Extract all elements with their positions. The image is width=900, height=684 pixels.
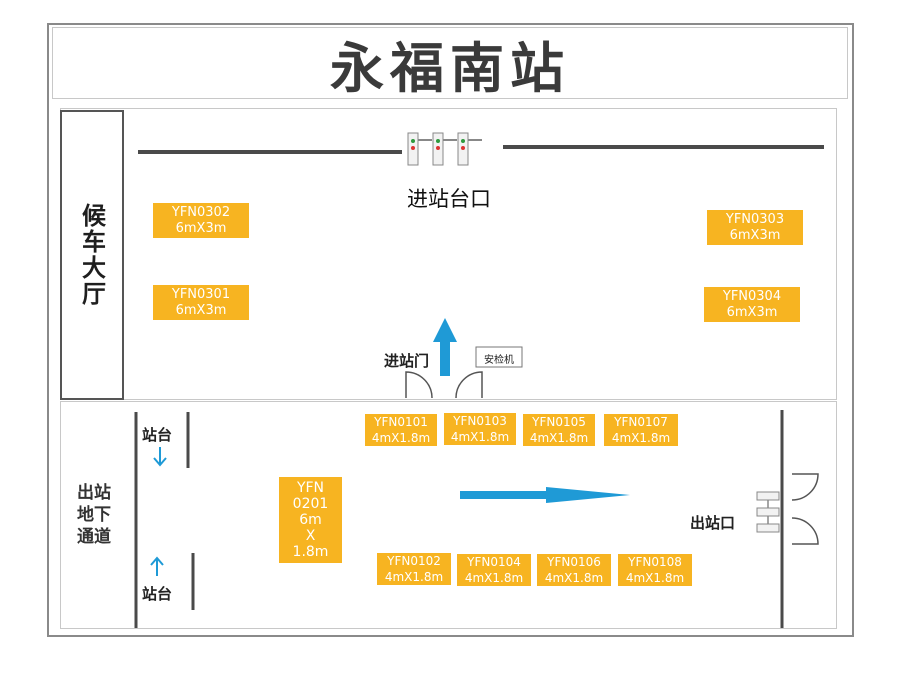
exit-passage-label: 出站 地下 通道: [62, 470, 126, 560]
waiting-hall-label-text: 候车大厅: [77, 203, 106, 307]
security-machine-icon: [475, 346, 523, 368]
booth-line: 1.8m: [292, 544, 329, 560]
booth-size: 4mX1.8m: [371, 431, 431, 445]
booth-code: YFN0303: [725, 211, 785, 227]
entrance-gate-icon: [407, 132, 482, 166]
booth-code: YFN0101: [374, 415, 428, 429]
booth-yfn0303: YFN0303 6mX3m: [707, 210, 803, 245]
exit-passage-label-line-3: 通道: [77, 527, 111, 547]
exit-passage-label-line-2: 地下: [77, 505, 111, 525]
entry-door-right-icon: [455, 371, 483, 399]
booth-code: YFN0108: [628, 555, 682, 569]
booth-line: YFN: [296, 480, 325, 496]
booth-yfn0108: YFN0108 4mX1.8m: [618, 554, 692, 586]
booth-code: YFN0304: [722, 288, 782, 304]
security-machine-label: 安检机: [484, 355, 514, 366]
booth-yfn0201: YFN 0201 6m X 1.8m: [279, 477, 342, 563]
exit-door-bottom-icon: [791, 517, 819, 545]
entrance-gate-label: 进站台口: [407, 187, 491, 211]
booth-code: YFN0102: [387, 554, 441, 568]
booth-yfn0101: YFN0101 4mX1.8m: [365, 414, 437, 446]
booth-line: 0201: [292, 496, 329, 512]
platform-down-arrow-icon: [153, 447, 167, 467]
booth-size: 4mX1.8m: [450, 430, 510, 444]
exit-passage-area: [60, 401, 837, 629]
entry-door-label: 进站门: [384, 352, 430, 370]
platform-top-label: 站台: [142, 426, 173, 444]
booth-code: YFN0104: [467, 555, 521, 569]
booth-code: YFN0302: [171, 204, 231, 220]
booth-size: 6mX3m: [175, 220, 227, 236]
booth-yfn0103: YFN0103 4mX1.8m: [444, 413, 516, 445]
exit-passage-label-line-1: 出站: [77, 483, 111, 503]
booth-yfn0105: YFN0105 4mX1.8m: [523, 414, 595, 446]
map-frame: [47, 23, 854, 637]
booth-size: 4mX1.8m: [529, 431, 589, 445]
booth-yfn0104: YFN0104 4mX1.8m: [457, 554, 531, 586]
booth-yfn0107: YFN0107 4mX1.8m: [604, 414, 678, 446]
waiting-hall-label: 候车大厅: [60, 110, 124, 400]
exit-direction-arrow: [460, 487, 630, 503]
exit-label: 出站口: [690, 514, 736, 532]
booth-yfn0106: YFN0106 4mX1.8m: [537, 554, 611, 586]
booth-size: 6mX3m: [175, 302, 227, 318]
exit-gate-icon: [756, 491, 780, 533]
waiting-hall-label-panel: [60, 110, 124, 400]
platform-bottom-label: 站台: [142, 585, 173, 603]
booth-size: 6mX3m: [726, 304, 778, 320]
booth-line: X: [305, 528, 316, 544]
entry-direction-arrow: [433, 318, 457, 376]
booth-yfn0102: YFN0102 4mX1.8m: [377, 553, 451, 585]
platform-up-arrow-icon: [150, 556, 164, 576]
booth-size: 4mX1.8m: [384, 570, 444, 584]
booth-line: 6m: [299, 512, 322, 528]
booth-size: 4mX1.8m: [625, 571, 685, 585]
station-title: 永福南站: [330, 36, 570, 100]
booth-size: 4mX1.8m: [464, 571, 524, 585]
exit-door-top-icon: [791, 473, 819, 501]
booth-code: YFN0105: [532, 415, 586, 429]
booth-yfn0304: YFN0304 6mX3m: [704, 287, 800, 322]
booth-size: 6mX3m: [729, 227, 781, 243]
booth-code: YFN0107: [614, 415, 668, 429]
title-panel: [52, 27, 848, 99]
booth-code: YFN0301: [171, 286, 231, 302]
entry-door-left-icon: [405, 371, 433, 399]
booth-code: YFN0106: [547, 555, 601, 569]
booth-size: 4mX1.8m: [544, 571, 604, 585]
booth-yfn0302: YFN0302 6mX3m: [153, 203, 249, 238]
booth-yfn0301: YFN0301 6mX3m: [153, 285, 249, 320]
booth-size: 4mX1.8m: [611, 431, 671, 445]
booth-code: YFN0103: [453, 414, 507, 428]
